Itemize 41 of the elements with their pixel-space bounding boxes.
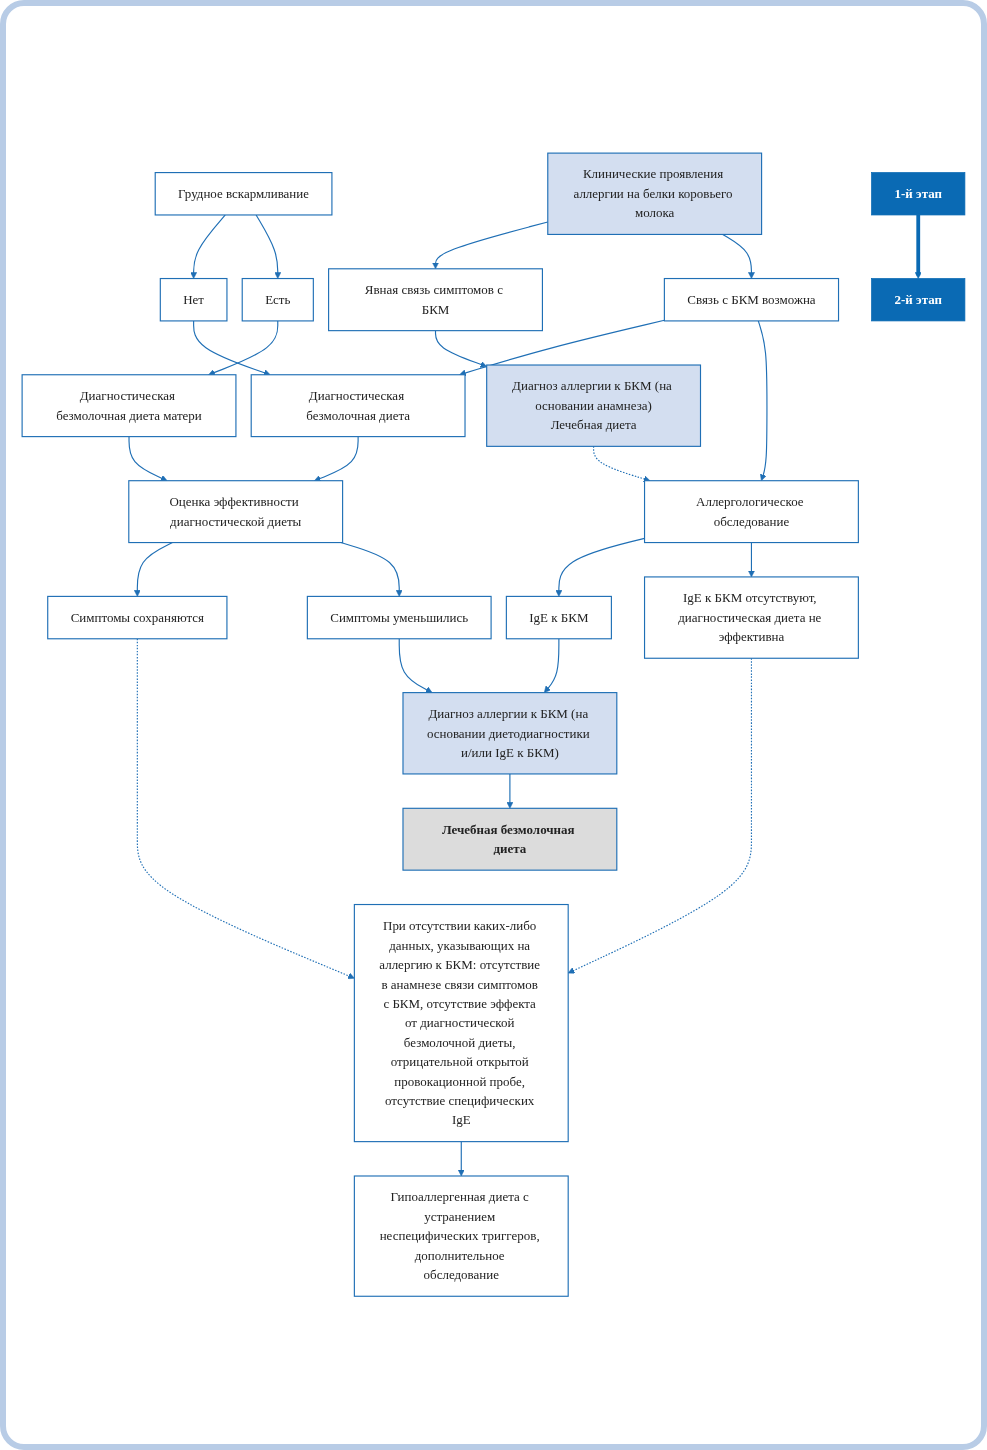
node-box: Симптомы уменьшились: [306, 596, 492, 640]
node-box: Диагноз аллергии к БКМ (на основании анамнеза) Лечебная диета: [486, 364, 702, 448]
arrow: [434, 330, 487, 368]
arrow: [914, 215, 922, 280]
arrow: [457, 1141, 465, 1177]
arrow: [314, 436, 359, 482]
node-box: При отсутствии каких-либо данных, указывающих на аллергию к БКМ: отсутствие в анамнезе связи симптомов с БКМ, отсутствие эффекта от диагностической безмолочной диеты, отрицательной открытой провокационной пробе, отсутствие специфических IgE: [353, 904, 569, 1143]
node-box: Клинические проявления аллергии на белки коровьего молока: [547, 152, 763, 236]
node-box: IgE к БКМ отсутствуют, диагностическая диета не эффективна: [643, 576, 859, 660]
node-box: Диагностическая безмолочная диета матери: [21, 374, 237, 438]
node-box: 1-й этап: [871, 172, 966, 216]
node-box: Симптомы сохраняются: [47, 596, 228, 640]
arrow: [459, 320, 665, 377]
node-box: Нет: [159, 278, 228, 322]
arrow: [208, 320, 279, 376]
node-box: Диагноз аллергии к БКМ (на основании диетодиагностики и/или IgE к БКМ): [402, 692, 618, 775]
arrow: [133, 542, 174, 597]
arrow: [190, 214, 226, 280]
arrow: [136, 638, 355, 980]
node-box: Лечебная безмолочная диета: [402, 808, 618, 872]
arrow: [340, 542, 403, 597]
arrow: [193, 320, 271, 377]
node-box: Грудное вскармливание: [154, 172, 333, 216]
arrow: [128, 436, 168, 482]
node-box: Оценка эффективности диагностической диеты: [128, 480, 344, 544]
arrow: [398, 638, 433, 694]
node-box: Гипоаллергенная диета с устранением неспецифических триггеров, дополнительное обследование: [353, 1175, 569, 1298]
arrow: [748, 542, 755, 578]
node-box: Явная связь симптомов с БКМ: [328, 268, 543, 332]
arrow: [593, 446, 651, 483]
node-box: Аллергологическое обследование: [643, 480, 859, 544]
arrow: [544, 638, 560, 694]
node-box: IgE к БКМ: [505, 596, 612, 640]
node-box: Связь с БКМ возможна: [663, 278, 840, 322]
node-box: Диагностическая безмолочная диета: [250, 374, 466, 438]
arrow: [506, 773, 514, 809]
arrow: [255, 214, 282, 280]
node-box: Есть: [241, 278, 314, 322]
node-box: 2-й этап: [871, 278, 966, 322]
arrow: [757, 320, 768, 482]
arrow: [722, 234, 755, 280]
